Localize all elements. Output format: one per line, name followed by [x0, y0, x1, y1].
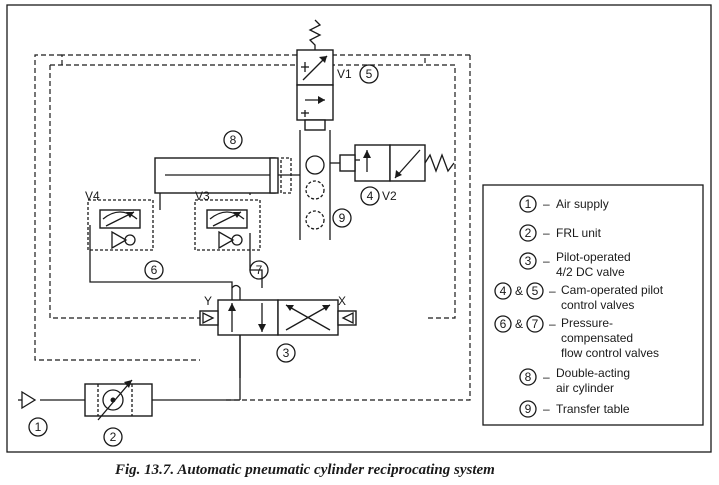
label-v3: V3 [195, 189, 210, 203]
svg-text:–: – [543, 370, 550, 384]
svg-text:1: 1 [525, 197, 532, 211]
callout-9: 9 [332, 208, 352, 228]
transfer-table [299, 130, 331, 240]
svg-text:–: – [543, 402, 550, 416]
svg-text:8: 8 [230, 133, 237, 147]
air-supply-symbol [21, 390, 37, 410]
svg-text:Transfer table: Transfer table [556, 402, 630, 416]
svg-text:Cam-operated pilot: Cam-operated pilot [561, 283, 664, 297]
legend-item-transfer-table: 9 – Transfer table [519, 400, 630, 418]
label-port-x: X [338, 294, 346, 308]
svg-text:4/2 DC valve: 4/2 DC valve [556, 265, 625, 279]
callout-6: 6 [144, 260, 164, 280]
frl-unit [84, 379, 153, 421]
svg-text:3: 3 [525, 254, 532, 268]
svg-text:–: – [549, 317, 556, 331]
svg-text:&: & [515, 317, 523, 331]
svg-text:5: 5 [366, 67, 373, 81]
svg-text:2: 2 [110, 430, 117, 444]
svg-text:3: 3 [283, 346, 290, 360]
flow-control-v4 [87, 199, 154, 251]
svg-text:6: 6 [500, 317, 507, 331]
callout-8: 8 [223, 130, 243, 150]
svg-text:4: 4 [500, 284, 507, 298]
supply-lines [40, 159, 270, 401]
legend-item-cylinder: 8 – Double-acting air cylinder [519, 366, 630, 395]
svg-text:5: 5 [532, 284, 539, 298]
callout-2: 2 [103, 427, 123, 447]
legend-item-pilot-valve: 3 – Pilot-operated 4/2 DC valve [519, 250, 631, 279]
svg-text:–: – [543, 197, 550, 211]
svg-text:7: 7 [256, 263, 263, 277]
svg-text:&: & [515, 284, 523, 298]
double-acting-cylinder [154, 157, 300, 194]
svg-text:1: 1 [35, 420, 42, 434]
label-port-y: Y [204, 294, 212, 308]
figure-caption: Fig. 13.7. Automatic pneumatic cylinder … [114, 462, 495, 478]
svg-text:Pressure-: Pressure- [561, 316, 613, 330]
callout-3: 3 [276, 343, 296, 363]
svg-text:6: 6 [151, 263, 158, 277]
svg-text:–: – [543, 254, 550, 268]
svg-text:–: – [543, 226, 550, 240]
figure-border [6, 4, 712, 453]
pilot-lines [34, 54, 471, 401]
svg-text:flow control valves: flow control valves [561, 346, 659, 360]
svg-text:FRL unit: FRL unit [556, 226, 602, 240]
legend: 1 – Air supply 2 – FRL unit 3 – Pilot-op… [482, 184, 704, 426]
label-v2: V2 [382, 189, 397, 203]
callout-5: 5 [359, 64, 379, 84]
legend-item-flow-control: 6 & 7 – Pressure- compensated flow contr… [494, 315, 659, 360]
svg-text:Double-acting: Double-acting [556, 366, 630, 380]
svg-text:4: 4 [367, 189, 374, 203]
label-v1: V1 [337, 67, 352, 81]
callout-4: 4 [360, 186, 380, 206]
legend-item-cam-valves: 4 & 5 – Cam-operated pilot control valve… [494, 282, 664, 312]
svg-text:control valves: control valves [561, 298, 634, 312]
legend-item-frl-unit: 2 – FRL unit [519, 224, 602, 242]
label-v4: V4 [85, 189, 100, 203]
main-4-2-valve [199, 284, 357, 336]
callout-7: 7 [249, 260, 269, 280]
valve-v2 [330, 144, 455, 182]
svg-text:2: 2 [525, 226, 532, 240]
svg-text:compensated: compensated [561, 331, 633, 345]
valve-v1 [296, 19, 334, 131]
svg-text:9: 9 [525, 402, 532, 416]
svg-text:air cylinder: air cylinder [556, 381, 614, 395]
svg-text:8: 8 [525, 370, 532, 384]
svg-text:7: 7 [532, 317, 539, 331]
legend-item-air-supply: 1 – Air supply [519, 195, 609, 213]
svg-text:Pilot-operated: Pilot-operated [556, 250, 631, 264]
svg-text:Air supply: Air supply [556, 197, 609, 211]
svg-text:–: – [549, 284, 556, 298]
flow-control-v3 [194, 199, 261, 251]
callout-1: 1 [28, 417, 48, 437]
svg-text:9: 9 [339, 211, 346, 225]
